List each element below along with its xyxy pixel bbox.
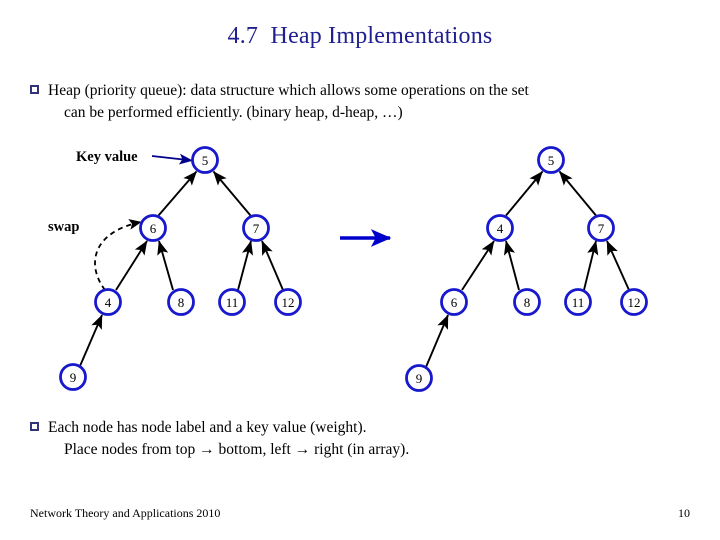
tree-node[interactable]: 9 — [59, 363, 87, 391]
node-value: 8 — [178, 295, 185, 310]
node-value: 9 — [70, 370, 77, 385]
edge-11-to-7 — [583, 240, 599, 291]
key-value-label: Key value — [76, 149, 138, 165]
tree-node[interactable]: 12 — [620, 288, 648, 316]
edge-4-to-6 — [115, 240, 148, 291]
right-tree-nodes: 5 4 7 6 8 — [405, 146, 648, 392]
node-value: 7 — [253, 221, 260, 236]
key-value-pointer — [151, 153, 193, 165]
node-value: 7 — [598, 221, 605, 236]
left-tree-nodes: 5 6 7 4 8 — [59, 146, 302, 391]
edge-9-to-6 — [425, 314, 449, 368]
tree-node[interactable]: 4 — [94, 288, 122, 316]
square-bullet-icon — [30, 85, 39, 94]
bullet-2-line-2: Place nodes from top → bottom, left → ri… — [64, 441, 410, 458]
edge-7-to-5 — [212, 170, 252, 217]
edge-11-to-7 — [237, 240, 254, 291]
bullet-1-line-1: Heap (priority queue): data structure wh… — [48, 82, 529, 99]
footer-text: Network Theory and Applications 2010 — [30, 506, 221, 520]
tree-node[interactable]: 7 — [242, 214, 270, 242]
bullet-paragraph-1: Heap (priority queue): data structure wh… — [30, 80, 695, 124]
heap-diagram: swap Key value 5 6 7 — [0, 135, 720, 400]
tree-node[interactable]: 8 — [513, 288, 541, 316]
node-value: 4 — [497, 221, 504, 236]
page-title: 4.7 Heap Implementations — [227, 23, 493, 49]
tree-node[interactable]: 11 — [218, 288, 246, 316]
edge-6-to-4 — [461, 240, 495, 291]
edge-8-to-6 — [157, 240, 174, 291]
edge-7-to-5 — [558, 170, 597, 217]
bullet-1-line-2: can be performed efficiently. (binary he… — [64, 104, 403, 121]
tree-node[interactable]: 5 — [191, 146, 219, 174]
tree-node[interactable]: 5 — [537, 146, 565, 174]
tree-node[interactable]: 6 — [139, 214, 167, 242]
tree-node[interactable]: 4 — [486, 214, 514, 242]
right-tree-edges — [425, 170, 630, 368]
left-tree-edges — [79, 170, 284, 367]
footer-page-number: 10 — [678, 506, 690, 520]
tree-node[interactable]: 9 — [405, 364, 433, 392]
node-value: 12 — [282, 295, 295, 310]
edge-9-to-4 — [79, 314, 103, 367]
tree-node[interactable]: 7 — [587, 214, 615, 242]
tree-node[interactable]: 12 — [274, 288, 302, 316]
swap-arrow — [94, 219, 142, 303]
swap-label: swap — [48, 219, 79, 235]
node-value: 6 — [451, 295, 458, 310]
tree-node[interactable]: 8 — [167, 288, 195, 316]
edge-8-to-4 — [503, 240, 520, 291]
edge-6-to-5 — [157, 170, 198, 217]
node-value: 5 — [202, 153, 209, 168]
tree-node[interactable]: 11 — [564, 288, 592, 316]
bullet-paragraph-2: Each node has node label and a key value… — [30, 417, 690, 461]
node-value: 12 — [628, 295, 641, 310]
edge-4-to-5 — [505, 170, 544, 217]
node-value: 5 — [548, 153, 555, 168]
edge-12-to-7 — [261, 240, 284, 291]
node-value: 11 — [572, 295, 585, 310]
node-value: 9 — [416, 371, 423, 386]
node-value: 8 — [524, 295, 531, 310]
edge-12-to-7 — [606, 240, 630, 291]
node-value: 11 — [226, 295, 239, 310]
bullet-2-line-1: Each node has node label and a key value… — [48, 419, 367, 436]
tree-node[interactable]: 6 — [440, 288, 468, 316]
node-value: 6 — [150, 221, 157, 236]
square-bullet-icon — [30, 422, 39, 431]
node-value: 4 — [105, 295, 112, 310]
